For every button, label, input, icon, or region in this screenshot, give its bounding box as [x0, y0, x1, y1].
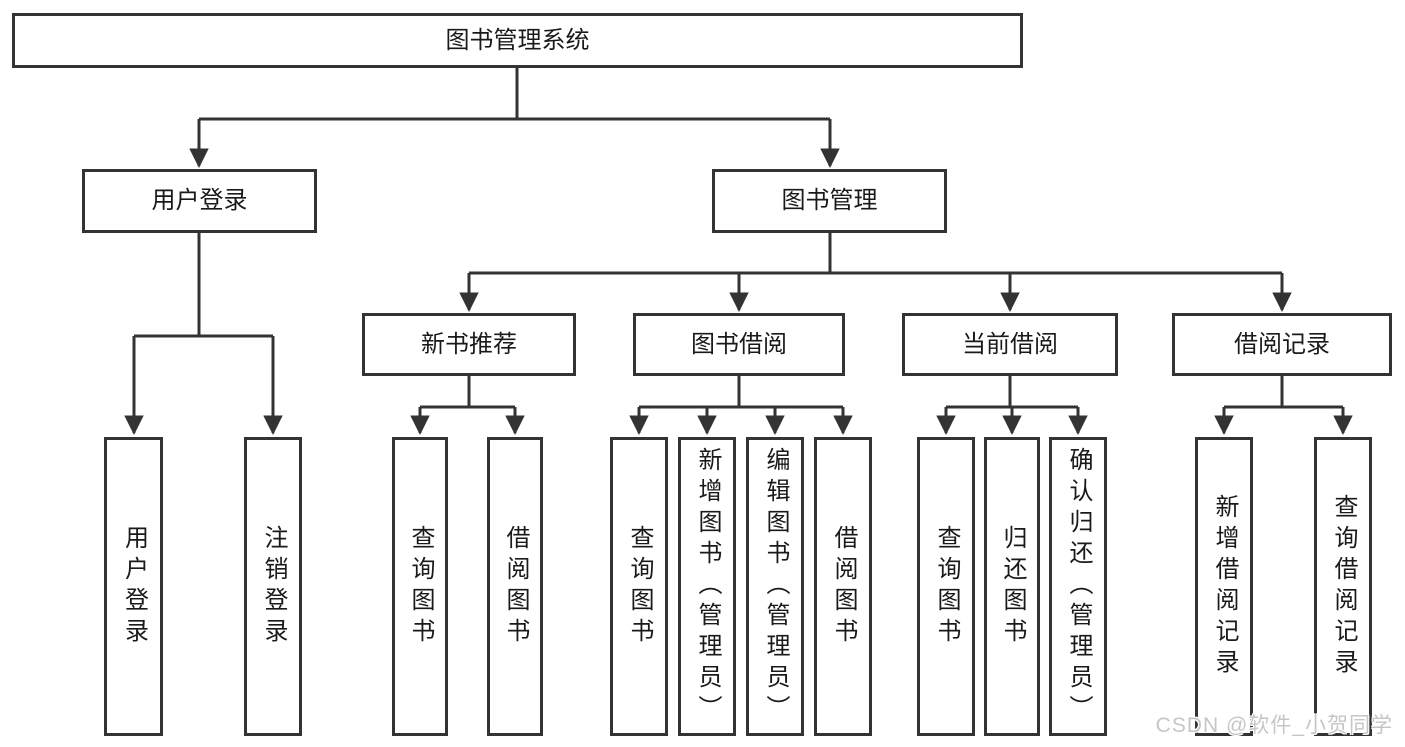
wire-user-login-to-children [134, 233, 273, 338]
leaf-bb-edit-books-admin-label: 编辑图书（管理员） [762, 447, 789, 726]
leaf-rc-add-borrow-record-label: 新增借阅记录 [1211, 493, 1238, 680]
wire-current-borrow-to-children [946, 376, 1078, 409]
leaf-nb-query-books: 查询图书 [392, 437, 448, 736]
node-current-borrow: 当前借阅 [902, 313, 1118, 376]
leaf-logout-label: 注销登录 [260, 524, 287, 649]
node-user-login-label: 用户登录 [151, 187, 248, 214]
node-root-system: 图书管理系统 [12, 13, 1023, 68]
leaf-cb-return-books: 归还图书 [984, 437, 1040, 736]
leaf-bb-borrow-books-label: 借阅图书 [830, 524, 857, 649]
leaf-nb-query-books-label: 查询图书 [407, 524, 434, 649]
node-book-management-label: 图书管理 [781, 187, 878, 214]
node-book-borrow-label: 图书借阅 [691, 330, 787, 358]
node-borrow-records: 借阅记录 [1172, 313, 1392, 376]
leaf-rc-query-borrow-record: 查询借阅记录 [1314, 437, 1372, 736]
leaf-rc-query-borrow-record-label: 查询借阅记录 [1330, 493, 1357, 680]
leaf-nb-borrow-books: 借阅图书 [487, 437, 543, 736]
node-book-management: 图书管理 [712, 169, 947, 233]
leaf-cb-query-books-label: 查询图书 [933, 524, 960, 649]
leaf-nb-borrow-books-label: 借阅图书 [502, 524, 529, 649]
node-new-book-recommend: 新书推荐 [362, 313, 576, 376]
wire-borrow-records-to-children [1224, 376, 1343, 409]
leaf-bb-add-books-admin-label: 新增图书（管理员） [694, 447, 721, 726]
node-new-book-recommend-label: 新书推荐 [421, 330, 517, 358]
leaf-bb-edit-books-admin: 编辑图书（管理员） [746, 437, 804, 736]
node-current-borrow-label: 当前借阅 [962, 330, 1058, 358]
leaf-cb-confirm-return-admin-label: 确认归还（管理员） [1065, 447, 1092, 726]
wire-new-book-to-children [420, 376, 515, 409]
leaf-cb-return-books-label: 归还图书 [999, 524, 1026, 649]
leaf-bb-borrow-books: 借阅图书 [814, 437, 872, 736]
leaf-bb-query-books: 查询图书 [610, 437, 668, 736]
node-root-label: 图书管理系统 [445, 26, 590, 54]
leaf-bb-query-books-label: 查询图书 [626, 524, 653, 649]
node-book-borrow: 图书借阅 [633, 313, 845, 376]
leaf-cb-confirm-return-admin: 确认归还（管理员） [1049, 437, 1107, 736]
wire-book-borrow-to-children [639, 376, 843, 409]
node-borrow-records-label: 借阅记录 [1234, 330, 1330, 358]
leaf-logout: 注销登录 [244, 437, 302, 736]
wire-root-to-level2 [199, 68, 830, 121]
csdn-watermark: CSDN @软件_小贺同学 [1155, 714, 1393, 737]
node-user-login: 用户登录 [82, 169, 317, 233]
wire-book-management-to-children [469, 233, 1282, 275]
leaf-rc-add-borrow-record: 新增借阅记录 [1195, 437, 1253, 736]
leaf-user-login: 用户登录 [104, 437, 163, 736]
leaf-bb-add-books-admin: 新增图书（管理员） [678, 437, 736, 736]
leaf-cb-query-books: 查询图书 [917, 437, 975, 736]
leaf-user-login-label: 用户登录 [120, 524, 148, 649]
